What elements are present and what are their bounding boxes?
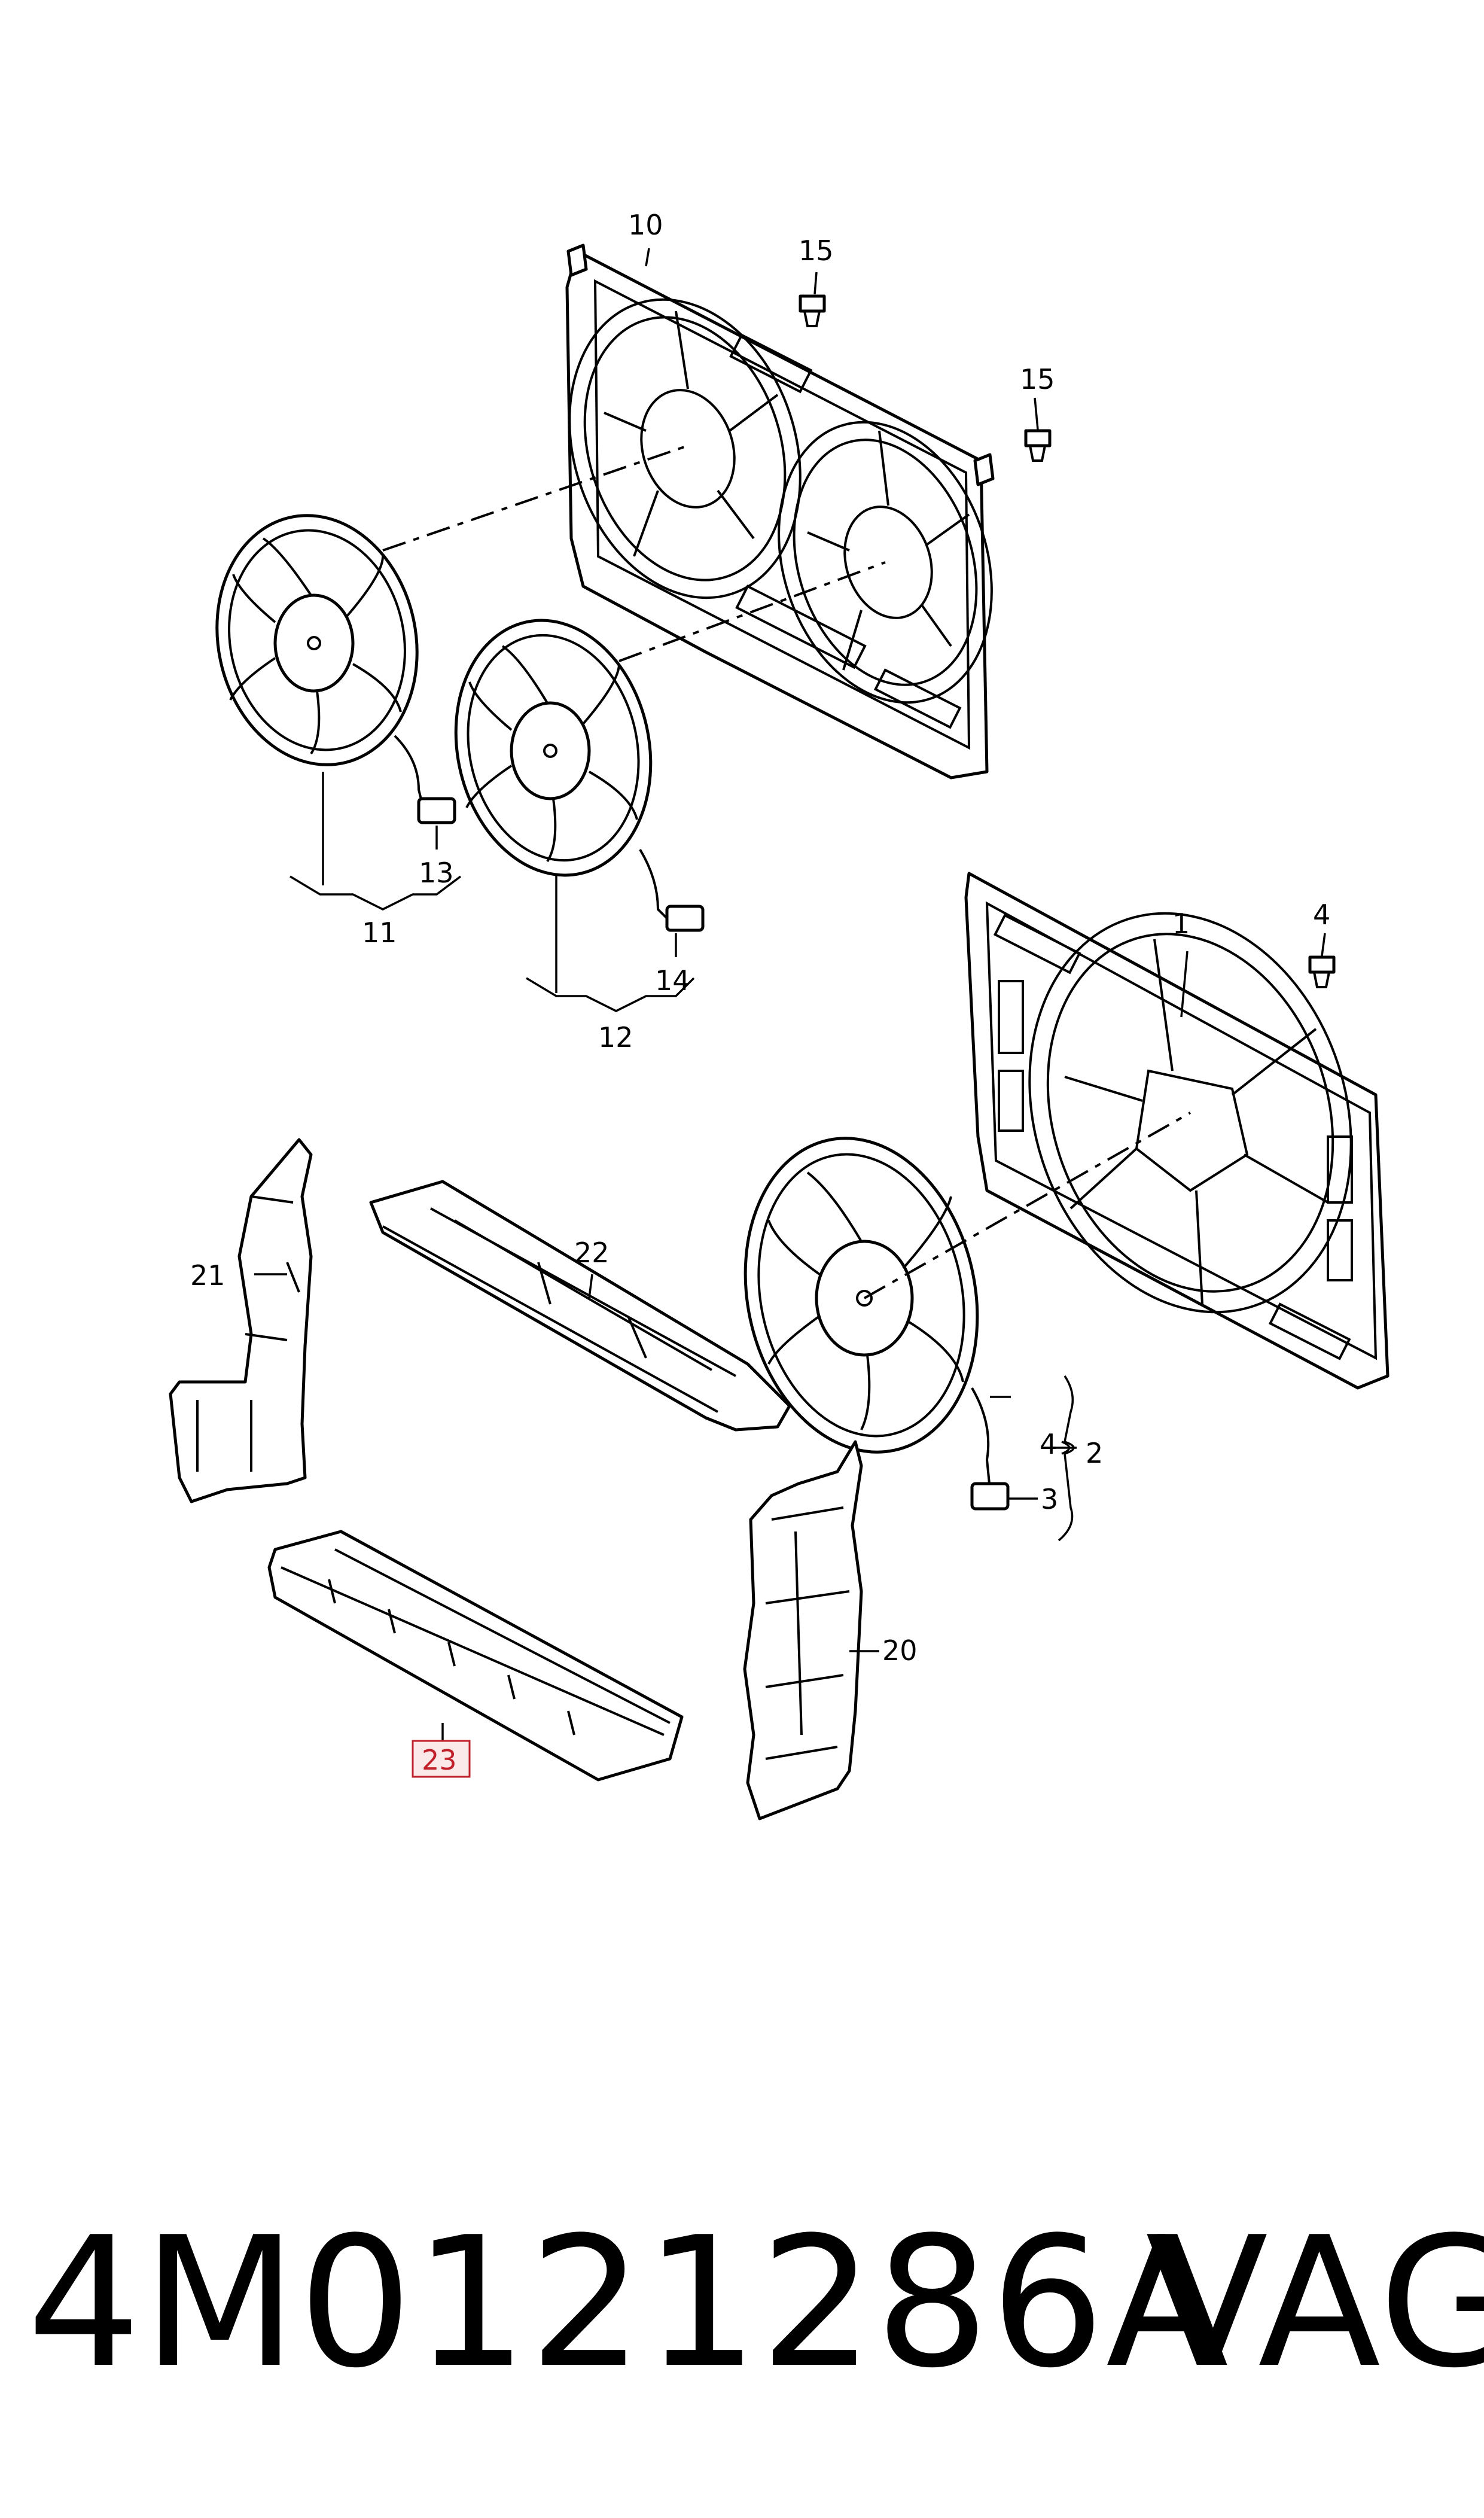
fan-large bbox=[743, 1137, 1010, 1511]
air-guide-left bbox=[169, 1138, 313, 1503]
callout-21: 21 bbox=[190, 1259, 226, 1292]
air-guide-upper bbox=[369, 1180, 791, 1432]
callout-12: 12 bbox=[598, 1021, 633, 1054]
part-number: 4M0121286A bbox=[27, 2199, 1230, 2407]
fan-left bbox=[215, 514, 456, 824]
air-guide-right bbox=[743, 1440, 863, 1820]
callout-22: 22 bbox=[574, 1237, 610, 1269]
callout-11: 11 bbox=[362, 917, 397, 949]
callout-10: 10 bbox=[628, 209, 663, 241]
axis-line-lower-fan bbox=[864, 1112, 1191, 1299]
screw-shroud bbox=[1308, 955, 1336, 988]
brand-label: VAG bbox=[1145, 2199, 1484, 2407]
screw-right bbox=[1024, 429, 1052, 462]
single-fan-shroud bbox=[964, 872, 1389, 1390]
callout-3: 3 bbox=[1041, 1483, 1058, 1515]
axis-line-lower bbox=[618, 561, 886, 662]
callout-4-screw: 4 bbox=[1313, 899, 1330, 931]
callout-13: 13 bbox=[419, 857, 454, 889]
callout-2: 2 bbox=[1086, 1437, 1103, 1469]
twin-fan-shroud bbox=[565, 243, 995, 780]
callout-20: 20 bbox=[882, 1634, 918, 1667]
callout-23: 23 bbox=[422, 1744, 457, 1776]
screw-upper bbox=[799, 294, 826, 327]
callout-15-right: 15 bbox=[1020, 363, 1055, 395]
callout-14: 14 bbox=[655, 964, 690, 997]
callout-15-upper: 15 bbox=[799, 235, 834, 267]
leader-lines bbox=[254, 248, 1326, 1741]
fan-middle bbox=[454, 619, 705, 932]
callout-4-fan: 4 bbox=[1040, 1428, 1057, 1460]
callout-1: 1 bbox=[1172, 908, 1190, 940]
axis-line-upper bbox=[382, 444, 688, 552]
callout-23-highlight bbox=[412, 1740, 471, 1778]
air-guide-lower bbox=[267, 1530, 684, 1782]
